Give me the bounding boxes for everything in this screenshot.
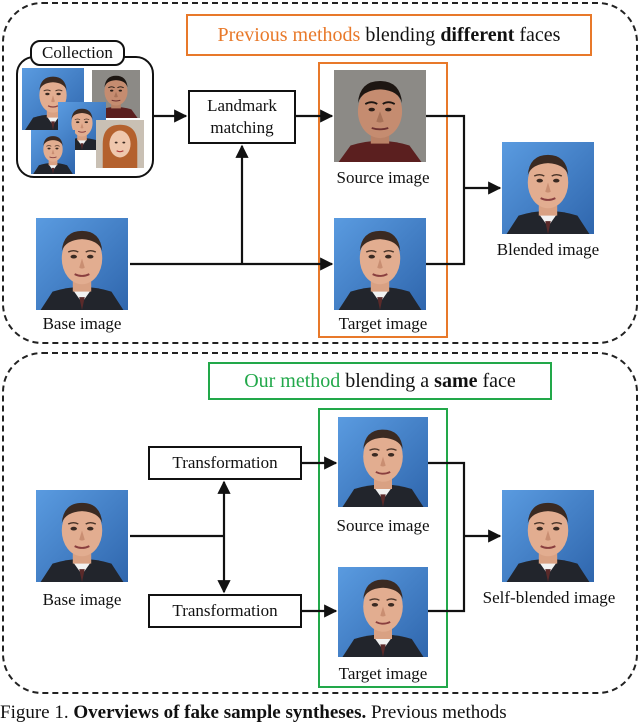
target-label-top: Target image	[338, 314, 428, 333]
self-blended-image	[502, 490, 594, 582]
self-blended-label: Self-blended image	[482, 588, 616, 607]
landmark-label-line2: matching	[210, 118, 274, 137]
title-post-bottom: face	[482, 369, 516, 392]
collection-face-4	[28, 130, 78, 174]
title-pre: blending	[365, 23, 436, 46]
top-panel-title: Previous methods blending different face…	[186, 14, 592, 56]
target-image-top	[334, 218, 426, 310]
base-label-top: Base image	[42, 314, 122, 333]
base-image-bottom	[36, 490, 128, 582]
collection-title: Collection	[30, 40, 125, 66]
source-label-top: Source image	[336, 168, 430, 187]
blended-label: Blended image	[496, 240, 600, 259]
target-image-bottom	[338, 566, 428, 658]
source-label-bottom: Source image	[336, 516, 430, 535]
title-pre-bottom: blending a	[345, 369, 430, 392]
previous-methods-highlight: Previous methods	[217, 23, 361, 46]
landmark-label-line1: Landmark	[207, 96, 277, 115]
title-bold-bottom: same	[434, 369, 478, 392]
source-image-bottom	[338, 416, 428, 508]
transformation-box-2: Transformation	[148, 594, 302, 628]
figure-caption: Figure 1. Overviews of fake sample synth…	[0, 702, 640, 724]
caption-prefix: Figure 1.	[0, 702, 69, 723]
source-image-top	[334, 70, 426, 162]
bottom-panel	[2, 352, 638, 694]
landmark-matching-box: Landmark matching	[188, 90, 296, 144]
top-panel	[2, 2, 638, 344]
collection-face-5	[96, 118, 144, 170]
caption-bold: Overviews of fake sample syntheses.	[73, 702, 367, 723]
base-label-bottom: Base image	[42, 590, 122, 609]
caption-rest: Previous methods	[371, 702, 507, 723]
our-method-highlight: Our method	[244, 369, 341, 392]
base-image-top	[36, 218, 128, 310]
bottom-panel-title: Our method blending a same face	[208, 362, 552, 400]
transformation-box-1: Transformation	[148, 446, 302, 480]
blended-image	[502, 142, 594, 234]
target-label-bottom: Target image	[338, 664, 428, 683]
title-post: faces	[519, 23, 561, 46]
title-bold: different	[440, 23, 515, 46]
